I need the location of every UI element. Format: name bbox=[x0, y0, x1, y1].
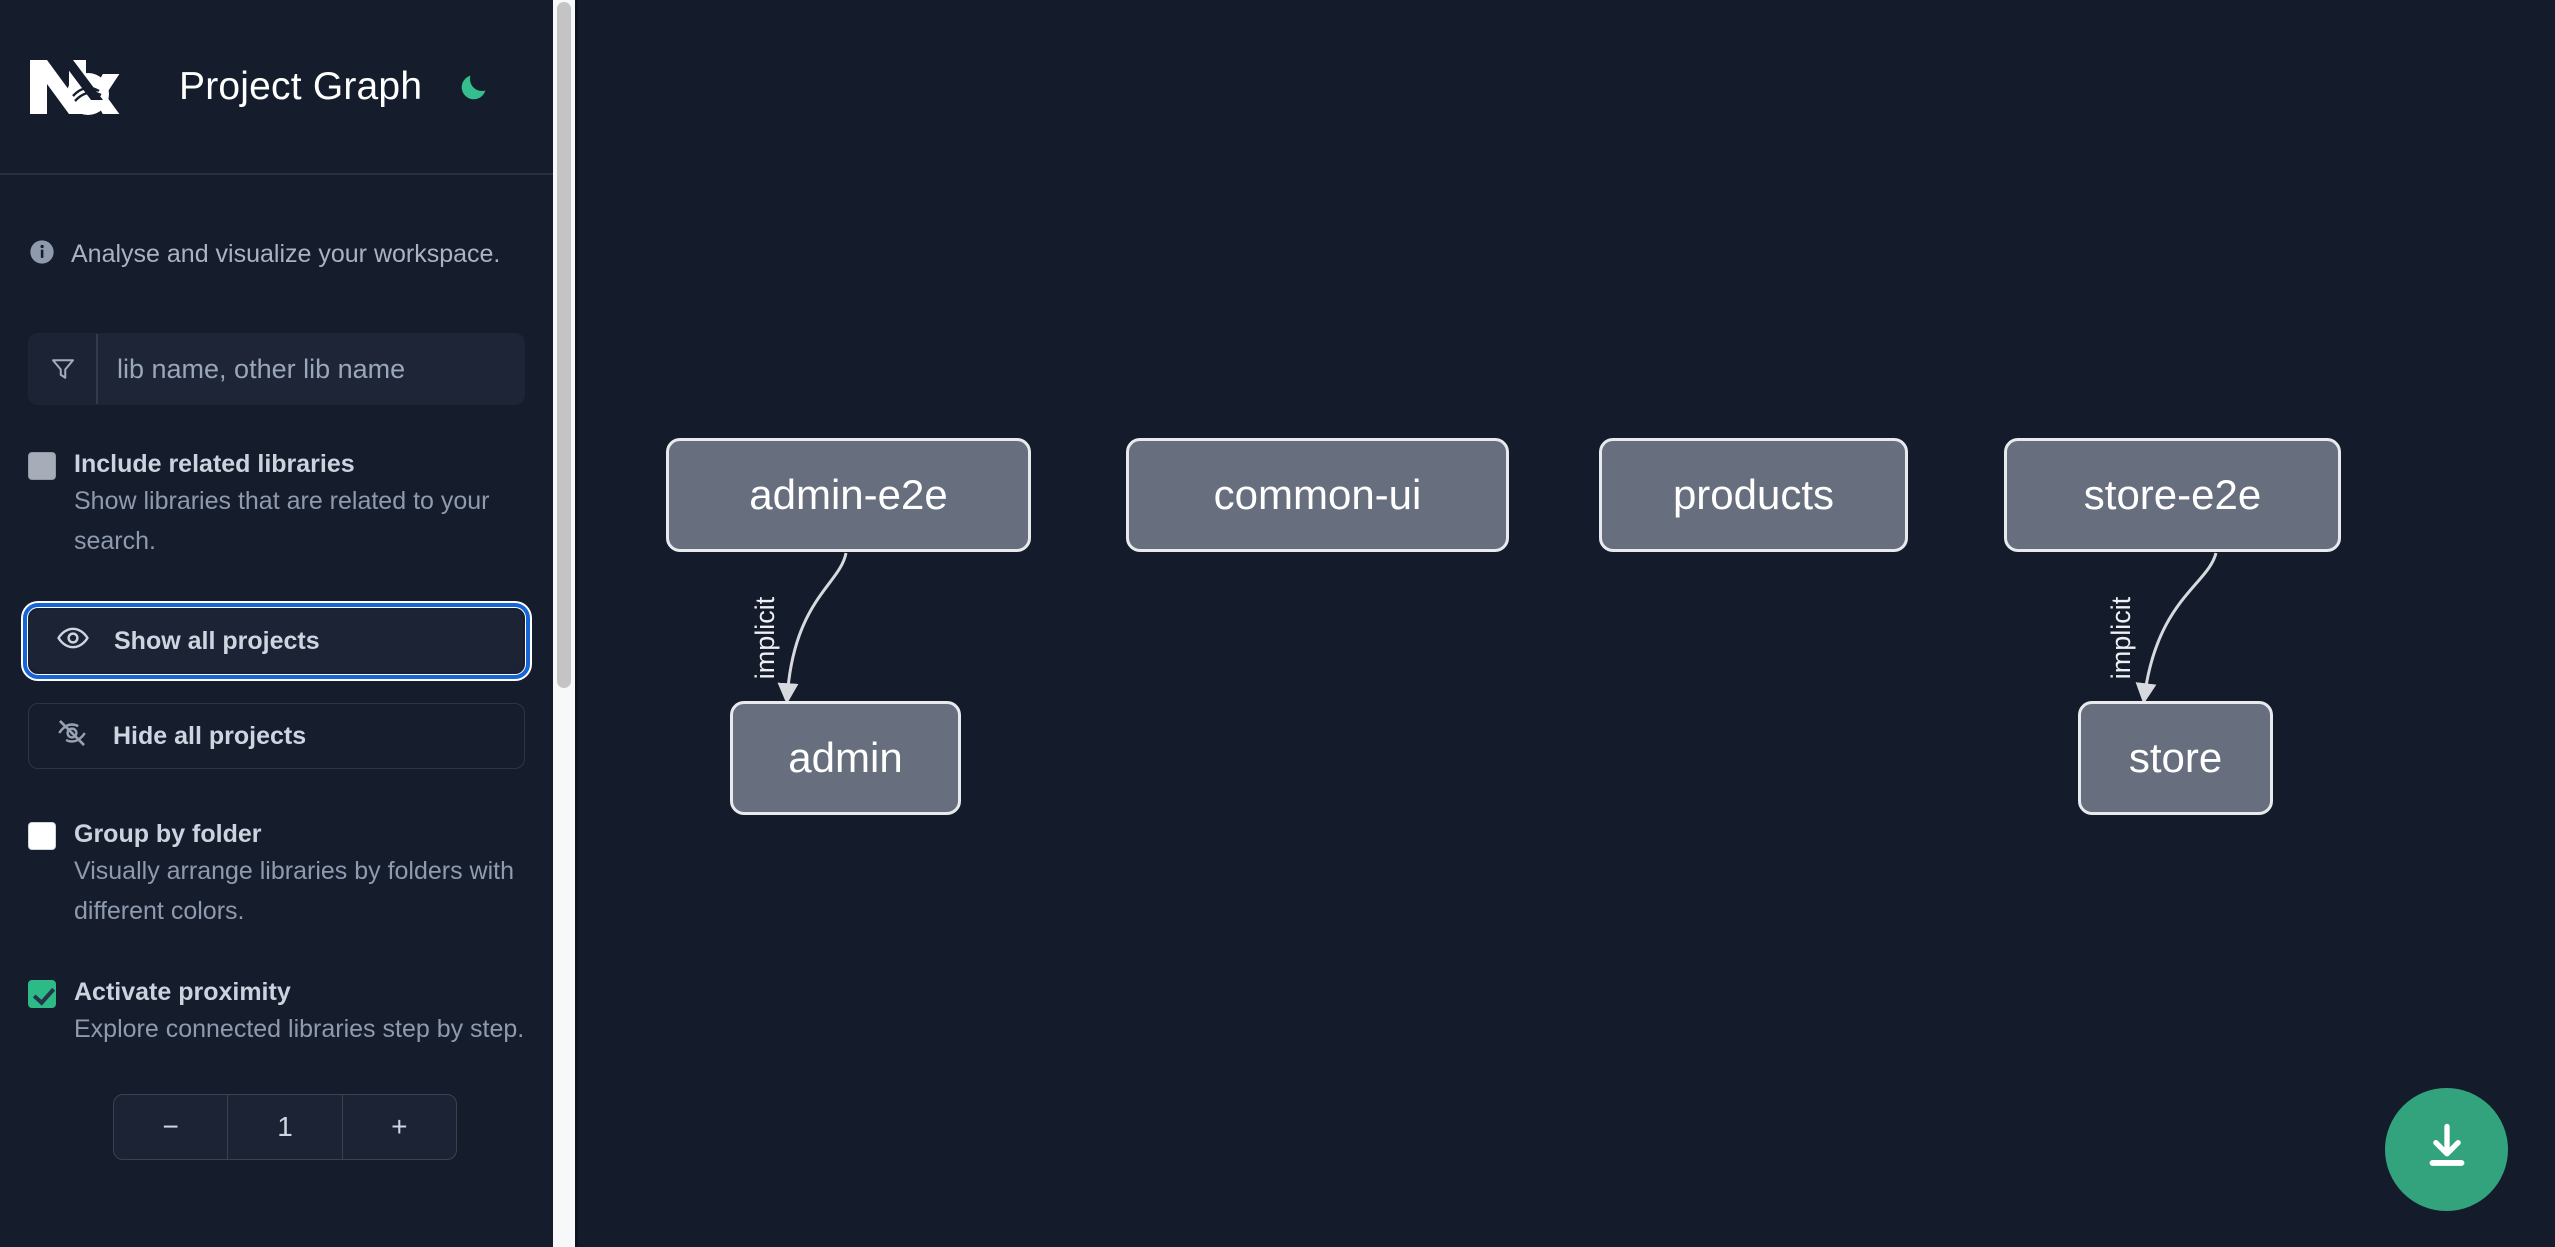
search-input[interactable] bbox=[98, 334, 524, 404]
graph-node-label: products bbox=[1672, 471, 1835, 518]
svg-text:implicit: implicit bbox=[750, 596, 780, 679]
option-activate-proximity[interactable]: Activate proximity Explore connected lib… bbox=[0, 975, 553, 1049]
workspace-blurb: Analyse and visualize your workspace. bbox=[0, 175, 553, 271]
include-related-libraries-description: Show libraries that are related to your … bbox=[74, 487, 490, 555]
search-field[interactable] bbox=[28, 333, 525, 405]
graph-node-label: common-ui bbox=[1213, 471, 1422, 518]
graph-node-store[interactable]: store bbox=[2078, 701, 2273, 815]
proximity-decrement-button[interactable]: − bbox=[162, 1111, 179, 1142]
sidebar: Project Graph Analyse and visualize your… bbox=[0, 0, 553, 1247]
graph-node-admin-e2e[interactable]: admin-e2e bbox=[666, 438, 1031, 552]
graph-canvas[interactable]: implicit implicit admin-e2e common-ui pr… bbox=[578, 0, 2555, 1247]
group-by-folder-description: Visually arrange libraries by folders wi… bbox=[74, 857, 515, 925]
activate-proximity-label: Activate proximity bbox=[74, 978, 291, 1006]
include-related-libraries-label: Include related libraries bbox=[74, 450, 355, 478]
activate-proximity-checkbox[interactable] bbox=[28, 980, 56, 1008]
graph-node-label: admin-e2e bbox=[749, 471, 948, 518]
show-all-projects-button[interactable]: Show all projects bbox=[23, 603, 530, 679]
sidebar-header: Project Graph bbox=[0, 0, 553, 175]
page-title: Project Graph bbox=[179, 64, 423, 108]
show-all-projects-label: Show all projects bbox=[114, 626, 320, 655]
graph-node-common-ui[interactable]: common-ui bbox=[1126, 438, 1509, 552]
sidebar-scrollbar-thumb[interactable] bbox=[557, 2, 571, 688]
activate-proximity-description: Explore connected libraries step by step… bbox=[74, 1015, 525, 1043]
graph-node-label: store bbox=[2128, 734, 2223, 781]
graph-node-label: store-e2e bbox=[2083, 471, 2262, 518]
graph-node-label: admin bbox=[788, 734, 903, 781]
graph-node-admin[interactable]: admin bbox=[730, 701, 961, 815]
graph-node-products[interactable]: products bbox=[1599, 438, 1908, 552]
hide-all-projects-label: Hide all projects bbox=[113, 721, 307, 750]
option-group-by-folder[interactable]: Group by folder Visually arrange librari… bbox=[0, 817, 553, 931]
graph-node-store-e2e[interactable]: store-e2e bbox=[2004, 438, 2341, 552]
eye-off-icon bbox=[55, 716, 89, 757]
option-include-related-libraries[interactable]: Include related libraries Show libraries… bbox=[0, 447, 553, 561]
hide-all-projects-button[interactable]: Hide all projects bbox=[28, 703, 525, 769]
graph-edges: implicit implicit bbox=[750, 552, 2218, 705]
moon-icon[interactable] bbox=[452, 65, 496, 109]
proximity-increment-button[interactable]: + bbox=[391, 1111, 408, 1142]
filter-icon bbox=[29, 334, 98, 404]
download-graph-button[interactable] bbox=[2385, 1088, 2508, 1211]
eye-icon bbox=[56, 621, 90, 662]
proximity-stepper: − 1 + bbox=[113, 1094, 457, 1160]
info-icon bbox=[28, 238, 56, 271]
svg-text:implicit: implicit bbox=[2106, 596, 2136, 679]
download-icon bbox=[2418, 1118, 2476, 1181]
proximity-value: 1 bbox=[227, 1095, 343, 1159]
nx-logo-icon bbox=[28, 54, 126, 120]
workspace-blurb-text: Analyse and visualize your workspace. bbox=[71, 240, 501, 268]
include-related-libraries-checkbox[interactable] bbox=[28, 452, 56, 480]
sidebar-edge-divider bbox=[575, 0, 578, 1247]
group-by-folder-label: Group by folder bbox=[74, 820, 262, 848]
group-by-folder-checkbox[interactable] bbox=[28, 822, 56, 850]
